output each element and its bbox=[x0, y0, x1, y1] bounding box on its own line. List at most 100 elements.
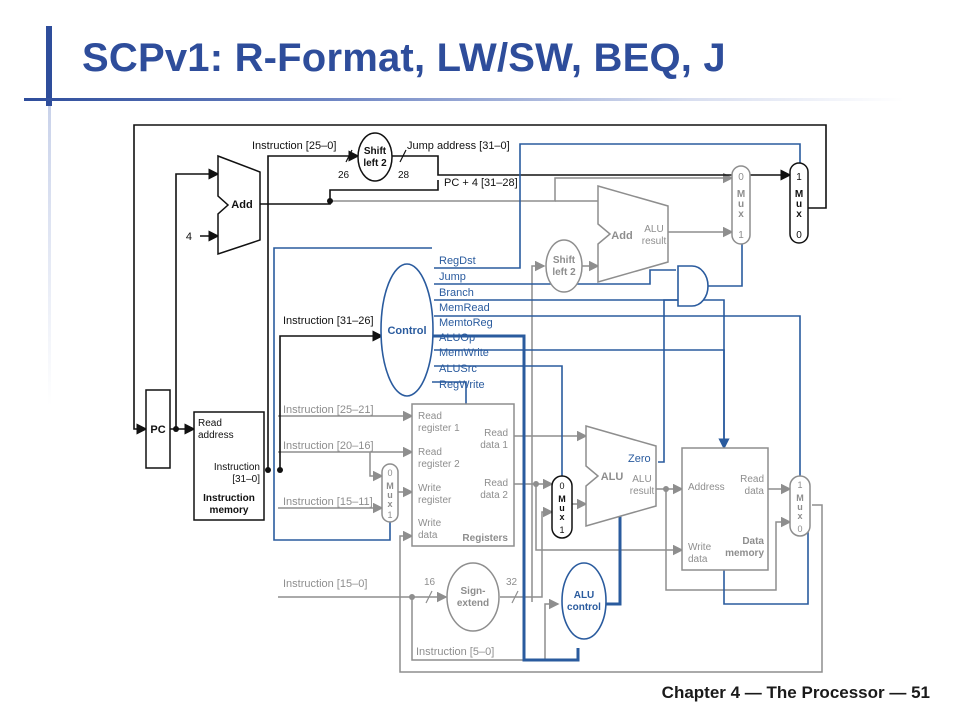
pc-adder: Add bbox=[217, 154, 261, 256]
signal-regdst: RegDst bbox=[439, 255, 476, 267]
main-alu: ALU ALU result Zero bbox=[585, 425, 657, 527]
shift-left-branch: Shift left 2 bbox=[545, 239, 583, 293]
svg-text:left 2: left 2 bbox=[552, 267, 576, 278]
instr-15-11-label: Instruction [15–11] bbox=[283, 496, 373, 508]
svg-text:data: data bbox=[745, 486, 765, 497]
wire-pc4-to-mux-branch bbox=[330, 172, 734, 202]
control-unit: Control bbox=[380, 263, 434, 397]
signal-branch: Branch bbox=[439, 287, 474, 299]
svg-text:x: x bbox=[796, 209, 802, 220]
instr-25-0-label: Instruction [25–0] bbox=[252, 140, 336, 152]
control-wires bbox=[273, 143, 809, 662]
wire-branch bbox=[434, 269, 676, 285]
accent-vertical-fade bbox=[48, 106, 51, 406]
wire-rt-to-mux bbox=[369, 452, 384, 482]
slide-title: SCPv1: R-Format, LW/SW, BEQ, J bbox=[82, 36, 726, 80]
accent-horizontal-rule bbox=[24, 98, 904, 101]
svg-text:M: M bbox=[386, 481, 394, 491]
svg-text:extend: extend bbox=[457, 598, 489, 609]
shift-left-jump: Shift left 2 bbox=[357, 132, 393, 182]
mux-alusrc: 0 M u x 1 bbox=[551, 475, 573, 539]
gray-instruction-labels: Instruction [25–21] Instruction [20–16] … bbox=[283, 404, 494, 658]
and-gate bbox=[677, 265, 709, 307]
wire-alu-result-bypass bbox=[665, 489, 792, 591]
svg-text:0: 0 bbox=[797, 524, 802, 534]
svg-text:Add: Add bbox=[611, 230, 632, 242]
wire-jump bbox=[434, 143, 801, 269]
svg-text:Write: Write bbox=[688, 542, 712, 553]
svg-text:M: M bbox=[795, 189, 803, 200]
wire-extend-to-alu-mux bbox=[500, 506, 554, 598]
sign-extend: Sign- extend bbox=[446, 562, 500, 632]
svg-text:u: u bbox=[797, 502, 803, 512]
junction-dot bbox=[409, 594, 415, 600]
wire-aluop bbox=[432, 334, 580, 662]
svg-text:result: result bbox=[630, 486, 655, 497]
wire-and-to-mux bbox=[706, 244, 743, 287]
wire-instr-bus bbox=[267, 150, 360, 470]
svg-text:data 1: data 1 bbox=[480, 440, 508, 451]
svg-text:1: 1 bbox=[738, 230, 744, 241]
wire-shift-jump-out bbox=[392, 155, 792, 181]
active-wires bbox=[133, 124, 827, 470]
junction-dot bbox=[533, 481, 539, 487]
instr-20-16-label: Instruction [20–16] bbox=[283, 440, 374, 452]
control-label: Control bbox=[387, 325, 426, 337]
svg-text:left 2: left 2 bbox=[363, 158, 387, 169]
svg-text:result: result bbox=[642, 236, 667, 247]
wire-extend-to-shift bbox=[531, 260, 546, 602]
svg-text:[31–0]: [31–0] bbox=[232, 474, 260, 485]
junction-dot bbox=[173, 426, 179, 432]
svg-text:0: 0 bbox=[387, 468, 392, 478]
accent-vertical-bar bbox=[46, 26, 52, 106]
svg-text:0: 0 bbox=[796, 230, 802, 241]
svg-text:register 2: register 2 bbox=[418, 459, 460, 470]
wire-pc-to-adder bbox=[175, 168, 220, 429]
svg-text:x: x bbox=[559, 512, 564, 522]
signal-memwrite: MemWrite bbox=[439, 347, 489, 359]
svg-text:Read: Read bbox=[198, 418, 222, 429]
svg-text:M: M bbox=[796, 493, 804, 503]
svg-text:Read: Read bbox=[484, 478, 508, 489]
svg-text:1: 1 bbox=[796, 172, 802, 183]
mux-memtoreg: 1 M u x 0 bbox=[789, 475, 811, 537]
svg-text:Instruction: Instruction bbox=[203, 493, 255, 504]
svg-text:Write: Write bbox=[418, 518, 442, 529]
instr-5-0-label: Instruction [5–0] bbox=[416, 646, 494, 658]
svg-text:1: 1 bbox=[559, 525, 564, 535]
svg-text:Registers: Registers bbox=[462, 533, 508, 544]
bits-28-label: 28 bbox=[398, 170, 410, 181]
svg-text:Write: Write bbox=[418, 483, 442, 494]
instruction-memory: Read address Instruction [31–0] Instruct… bbox=[193, 411, 265, 521]
svg-text:u: u bbox=[559, 503, 565, 513]
alu-label: ALU bbox=[601, 471, 624, 483]
svg-text:Read: Read bbox=[418, 447, 442, 458]
junction-dot bbox=[663, 486, 669, 492]
inactive-wires bbox=[278, 172, 823, 673]
pc-register: PC bbox=[145, 389, 171, 469]
svg-text:Instruction: Instruction bbox=[214, 462, 260, 473]
zero-label: Zero bbox=[628, 453, 651, 465]
svg-text:u: u bbox=[796, 199, 802, 210]
control-signal-labels: RegDst Jump Branch MemRead MemtoReg ALUO… bbox=[439, 255, 493, 391]
signal-memtoreg: MemtoReg bbox=[439, 317, 493, 329]
wire-memtoreg bbox=[434, 315, 801, 478]
const-four-label: 4 bbox=[186, 231, 192, 243]
pc-plus4-label: PC + 4 [31–28] bbox=[444, 177, 518, 189]
svg-text:u: u bbox=[387, 490, 393, 500]
pc-label: PC bbox=[150, 424, 165, 436]
wire-mux-jump-to-pc bbox=[133, 124, 827, 435]
svg-text:memory: memory bbox=[725, 548, 764, 559]
svg-text:Data: Data bbox=[742, 536, 764, 547]
svg-text:address: address bbox=[198, 430, 234, 441]
adder-label: Add bbox=[231, 199, 252, 211]
jump-address-label: Jump address [31–0] bbox=[407, 140, 510, 152]
svg-text:ALU: ALU bbox=[644, 224, 663, 235]
branch-adder: Add ALU result bbox=[597, 185, 669, 283]
register-file: Read register 1 Read register 2 Write re… bbox=[411, 403, 515, 547]
svg-text:Shift: Shift bbox=[553, 255, 576, 266]
bits-32-label: 32 bbox=[506, 577, 518, 588]
junction-dot bbox=[265, 467, 271, 473]
svg-text:M: M bbox=[737, 189, 745, 200]
